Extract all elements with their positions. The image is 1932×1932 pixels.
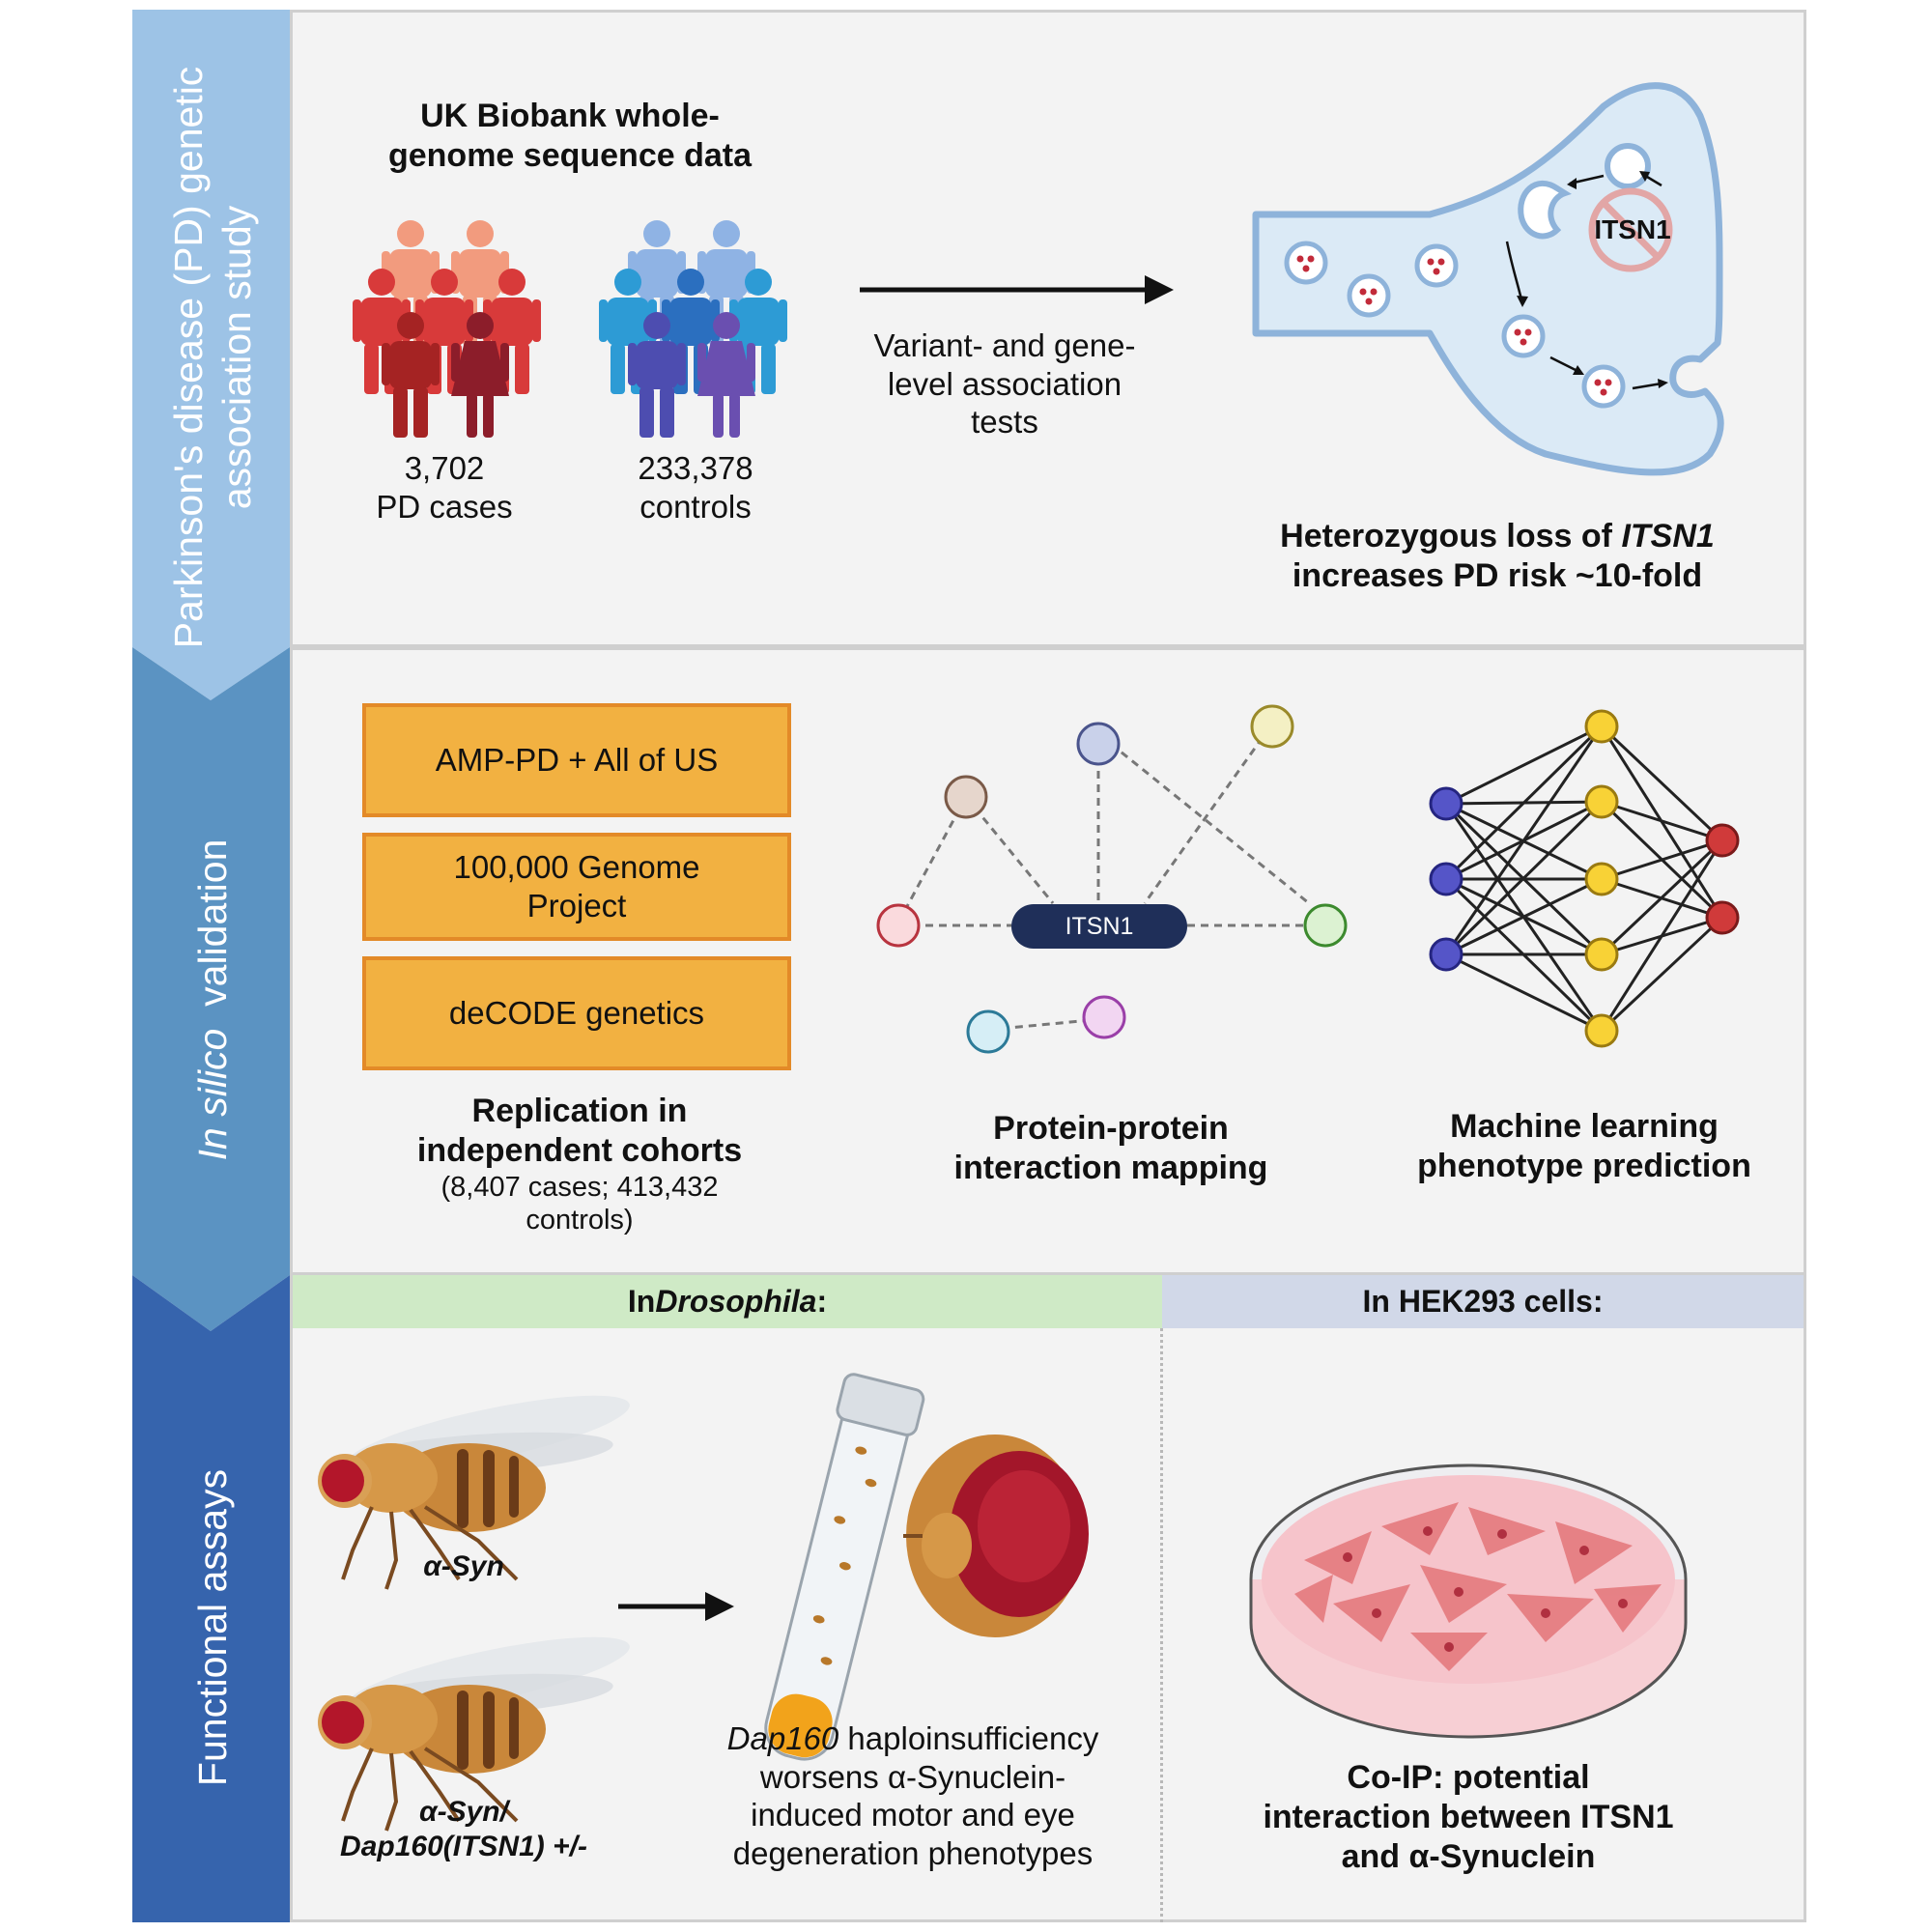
replication-caption: Replication in independent cohorts (8,40… [416,1093,743,1236]
sidebar-gwas-chevron [132,10,290,700]
finding-text: Heterozygous loss of ITSN1 increases PD … [1280,518,1715,594]
fly-asyn-dap160-label: α-Syn/ Dap160(ITSN1) +/- [340,1796,587,1862]
nn-hidden-node [1584,709,1619,744]
cohort-box-amp-pd: AMP-PD + All of US [362,703,791,817]
inhibition-icon [1588,187,1673,272]
cohort-box-100k-genome: 100,000 Genome Project [362,833,791,941]
tab-drosophila: In Drosophila: [293,1275,1162,1328]
ppi-node-purple [1082,995,1126,1039]
ppi-node-cyan [966,1009,1010,1054]
pd-cases-label: 3,702 PD cases [376,450,513,525]
ppi-node-green [1303,903,1348,948]
ppi-itsn1-node: ITSN1 [1011,904,1187,949]
ppi-node-blue [1076,722,1121,766]
nn-hidden-node [1584,862,1619,896]
cohort-box-decode: deCODE genetics [362,956,791,1070]
nn-hidden-node [1584,1013,1619,1048]
sidebar-insilico-chevron [132,647,290,1331]
ppi-node-yellow [1250,704,1294,749]
fly-asyn-label: α-Syn [423,1550,504,1582]
nn-input-node [1429,786,1463,821]
vial-icon [764,1373,925,1761]
association-tests-label: Variant- and gene- level association tes… [873,327,1136,440]
nn-hidden-node [1584,784,1619,819]
tab-hek293: In HEK293 cells: [1162,1275,1804,1328]
nn-hidden-node [1584,937,1619,972]
dap160-finding: Dap160 haploinsufficiency worsens α-Synu… [726,1720,1099,1871]
nn-input-node [1429,937,1463,972]
ppi-node-tan [944,775,988,819]
ppi-node-pink [876,903,921,948]
petri-dish-icon [1249,1463,1688,1739]
biobank-title: UK Biobank whole- genome sequence data [387,98,752,174]
tab-divider [1160,1328,1163,1922]
nn-output-node [1705,900,1740,935]
synapse-itsn1-label: ITSN1 [1594,214,1671,244]
controls-label: 233,378 controls [638,450,753,525]
nn-input-node [1429,862,1463,896]
fly-eye-icon [903,1435,1089,1637]
ppi-caption: Protein-protein interaction mapping [953,1110,1268,1186]
ml-caption: Machine learning phenotype prediction [1417,1108,1751,1184]
sidebar-functional-chevron [132,1275,290,1922]
coip-finding: Co-IP: potential interaction between ITS… [1263,1759,1674,1875]
nn-output-node [1705,823,1740,858]
